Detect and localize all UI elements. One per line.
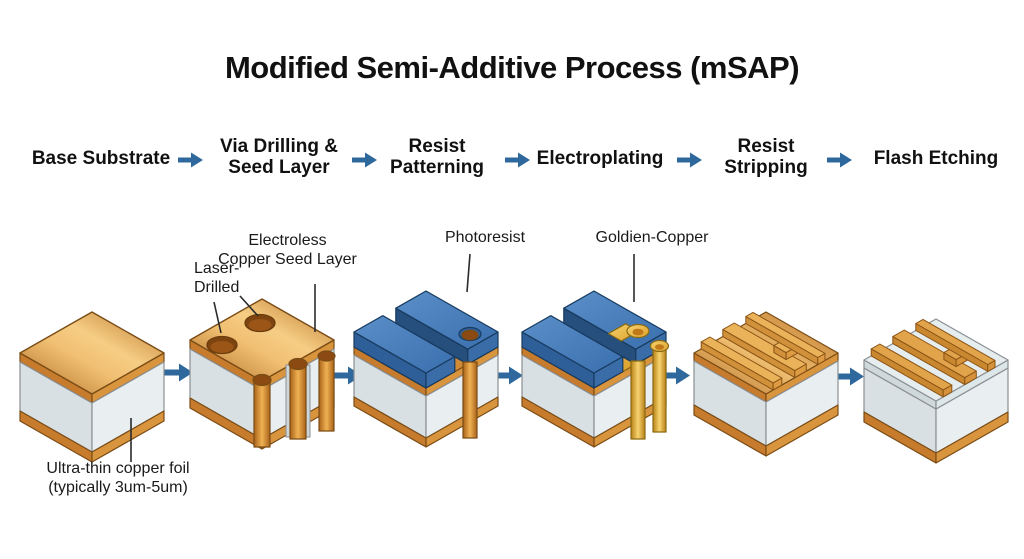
laser-drilled-via-hole [206,335,238,355]
plated-via-barrel [253,380,271,448]
gold-filled-via [652,347,667,433]
copper-trace-pattern [870,318,996,398]
flow-arrow-icon [835,366,865,387]
step-label-resist-stripping: Resist Stripping [724,136,808,178]
block-via-drilling-illustration [189,298,336,450]
annotation-copper-foil: Ultra-thin copper foil (typically 3um-5u… [46,460,190,496]
flow-arrow-icon [661,365,691,386]
plated-via-barrel [289,364,307,440]
via-barrel [462,361,478,439]
annotation-seed-layer: Electroless Copper Seed Layer [218,232,357,268]
block-electroplating-illustration [521,290,670,448]
plated-via-barrel [318,356,335,432]
block-resist-patterning-illustration [353,290,499,448]
step-arrow-icon [352,151,378,169]
annotation-photoresist: Photoresist [444,229,526,246]
page-title: Modified Semi-Additive Process (mSAP) [224,50,800,85]
flow-arrow-icon [164,362,194,383]
copper-foil-top-face [19,311,165,395]
step-label-via-drilling: Via Drilling & Seed Layer [220,136,338,178]
gold-filled-via [630,360,646,440]
photoresist-slab [521,314,624,389]
copper-trace-pattern [700,311,826,391]
step-label-resist-patterning: Resist Patterning [390,136,484,178]
step-arrow-icon [677,151,703,169]
block-base-substrate-illustration [19,311,165,463]
step-label-flash-etching: Flash Etching [873,148,999,169]
laser-drilled-via-hole [244,313,276,333]
step-arrow-icon [827,151,853,169]
step-label-electroplating: Electroplating [536,148,664,169]
photoresist-slab [353,314,456,389]
step-arrow-icon [178,151,204,169]
step-arrow-icon [505,151,531,169]
block-resist-stripping-illustration [693,311,839,457]
flow-arrow-icon [494,365,524,386]
annotation-laser-drilled: Laser- Drilled [194,260,240,296]
block-flash-etching-illustration [863,318,1009,464]
annotation-golden-copper: Goldien-Copper [595,229,709,246]
step-label-base-substrate: Base Substrate [31,148,171,169]
